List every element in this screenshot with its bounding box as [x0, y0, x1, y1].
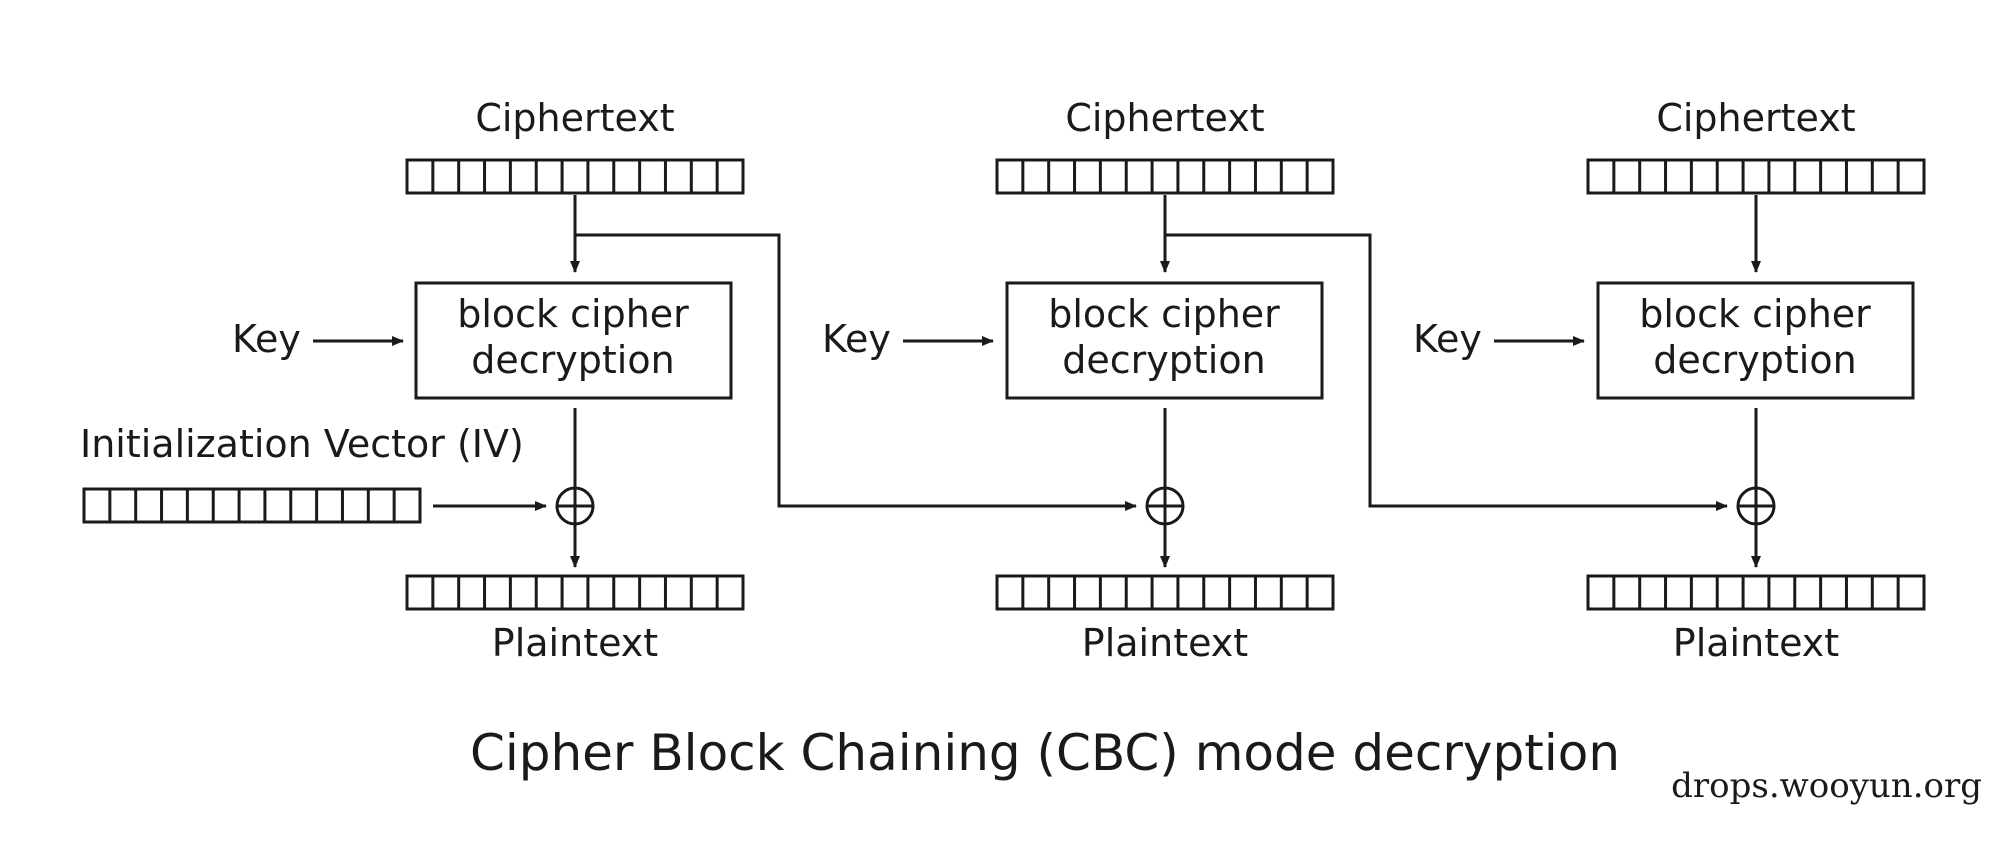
register-outline — [995, 574, 1335, 611]
iv-group: Initialization Vector (IV) — [80, 422, 547, 524]
ciphertext-register — [1586, 158, 1926, 195]
plaintext-label: Plaintext — [1082, 621, 1248, 665]
ciphertext-label: Ciphertext — [1656, 96, 1855, 140]
plaintext-label: Plaintext — [1673, 621, 1839, 665]
xor-icon — [1145, 486, 1185, 526]
block-2: Ciphertext block cipher decryption Key P… — [822, 96, 1335, 665]
key-label: Key — [1413, 317, 1482, 361]
register-outline — [82, 487, 422, 524]
block-cipher-label: block cipher — [1048, 292, 1280, 336]
decryption-label: decryption — [1062, 338, 1265, 382]
xor-icon — [1736, 486, 1776, 526]
block-cipher-label: block cipher — [1639, 292, 1871, 336]
key-label: Key — [822, 317, 891, 361]
iv-label: Initialization Vector (IV) — [80, 422, 524, 466]
register-outline — [995, 158, 1335, 195]
key-label: Key — [232, 317, 301, 361]
chain-arrow-2-to-3 — [1165, 233, 1728, 511]
block-1: Ciphertext block cipher decryption Key P… — [232, 96, 745, 665]
plaintext-label: Plaintext — [492, 621, 658, 665]
decryption-label: decryption — [471, 338, 674, 382]
block-cipher-box — [414, 281, 733, 400]
block-cipher-label: block cipher — [457, 292, 689, 336]
register-outline — [405, 158, 745, 195]
iv-register — [82, 487, 422, 524]
ciphertext-label: Ciphertext — [1065, 96, 1264, 140]
ciphertext-register — [995, 158, 1335, 195]
register-outline — [1586, 574, 1926, 611]
plaintext-register — [995, 574, 1335, 611]
watermark: drops.wooyun.org — [1671, 766, 1982, 806]
block-cipher-box — [1596, 281, 1915, 400]
block-3: Ciphertext block cipher decryption Key P… — [1413, 96, 1926, 665]
xor-icon — [555, 486, 595, 526]
block-cipher-box — [1005, 281, 1324, 400]
ciphertext-label: Ciphertext — [475, 96, 674, 140]
chain-arrow-1-to-2 — [575, 233, 1137, 511]
plaintext-register — [405, 574, 745, 611]
decryption-label: decryption — [1653, 338, 1856, 382]
plaintext-register — [1586, 574, 1926, 611]
diagram-caption: Cipher Block Chaining (CBC) mode decrypt… — [470, 724, 1620, 782]
register-outline — [405, 574, 745, 611]
ciphertext-register — [405, 158, 745, 195]
register-outline — [1586, 158, 1926, 195]
